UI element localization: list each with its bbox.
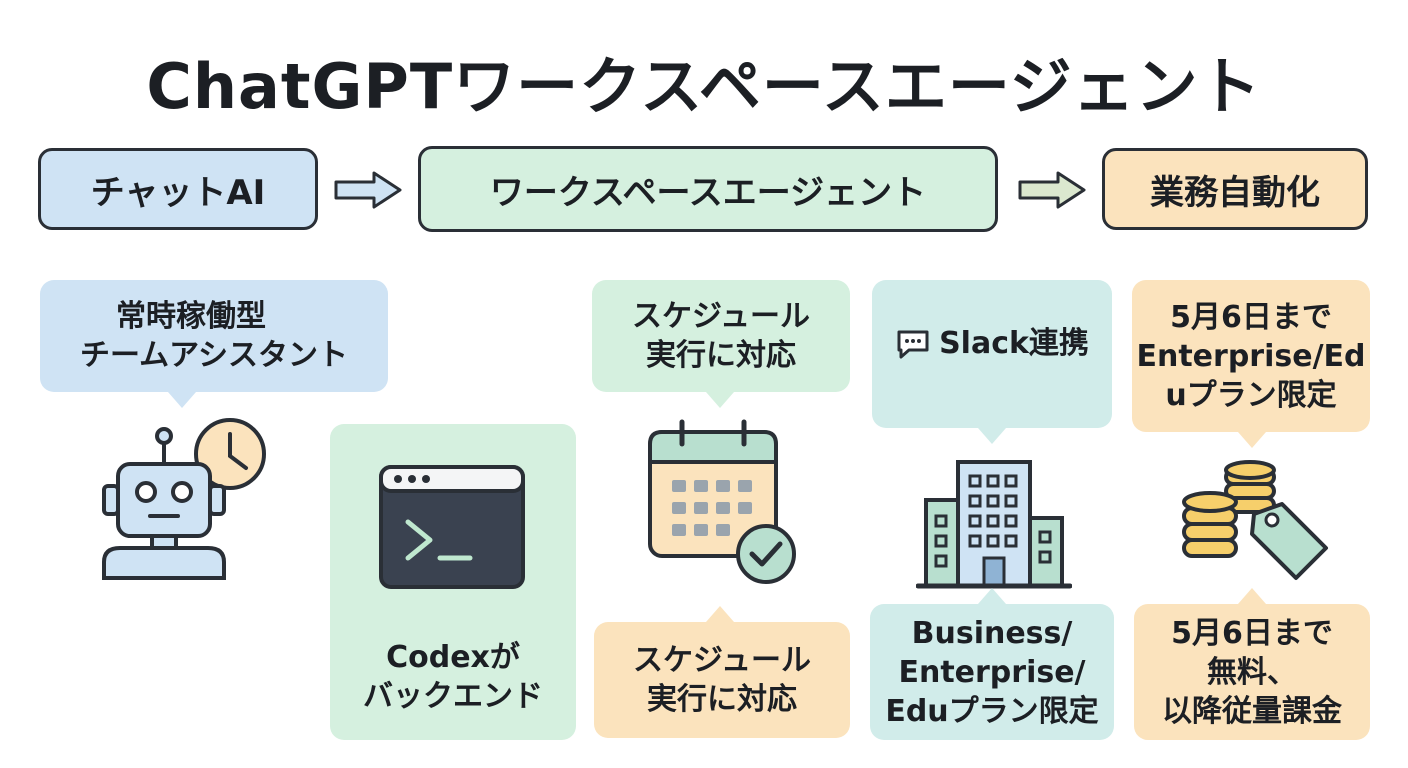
pricing-line-1: 5月6日まで (1171, 615, 1333, 651)
pricing-bubble: 5月6日まで 無料、 以降従量課金 (1134, 604, 1370, 740)
assistant-line-2: チームアシスタント (80, 338, 348, 373)
assistant-line-1: 常時稼働型 (116, 299, 267, 334)
assistant-bubble-tail (168, 392, 196, 408)
schedule-bottom-bubble-tail (706, 606, 734, 622)
schedule-bottom-line-2: 実行に対応 (647, 682, 797, 717)
pricing-line-3: 以降従量課金 (1162, 693, 1342, 729)
codex-line-2: バックエンド (363, 679, 543, 714)
flow-arrow-2-icon (1018, 171, 1086, 209)
robot-clock-icon (102, 418, 266, 580)
flow-step-business-automation-label: 業務自動化 (1150, 172, 1320, 213)
plan-limit-line-1: 5月6日まで (1170, 299, 1332, 335)
slack-bubble-tail (978, 428, 1006, 444)
calendar-check-icon (648, 419, 796, 584)
business-bubble-tail (978, 588, 1006, 604)
slack-label: Slack連携 (939, 326, 1089, 361)
flow-step-chat-ai: チャットAI (38, 148, 318, 230)
plan-limit-bubble: 5月6日まで Enterprise/Ed uプラン限定 (1132, 280, 1370, 432)
plan-limit-line-3: uプラン限定 (1165, 377, 1337, 413)
flow-step-business-automation: 業務自動化 (1102, 148, 1368, 230)
schedule-bottom-line-1: スケジュール (633, 643, 811, 678)
flow-step-workspace-agent: ワークスペースエージェント (418, 146, 998, 232)
pricing-bubble-tail (1238, 588, 1266, 604)
pricing-line-2: 無料、 (1207, 654, 1297, 690)
flow-step-chat-ai-label: チャットAI (90, 172, 266, 213)
schedule-top-bubble: スケジュール 実行に対応 (592, 280, 850, 392)
business-line-2: Enterprise/ (898, 654, 1086, 690)
assistant-bubble: 常時稼働型 チームアシスタント (40, 280, 388, 392)
schedule-top-bubble-tail (706, 392, 734, 408)
flow-step-workspace-agent-label: ワークスペースエージェント (489, 172, 927, 213)
schedule-bottom-bubble: スケジュール 実行に対応 (594, 622, 850, 738)
plan-limit-bubble-tail (1238, 432, 1266, 448)
page-title: ChatGPTワークスペースエージェント (146, 50, 1262, 123)
plan-limit-line-2: Enterprise/Ed (1136, 338, 1366, 374)
codex-line-1: Codexが (386, 640, 520, 675)
terminal-icon (379, 465, 525, 589)
coins-price-tag-icon (1182, 460, 1328, 580)
business-line-1: Business/ (911, 615, 1073, 651)
schedule-top-line-2: 実行に対応 (646, 338, 796, 373)
business-line-3: Eduプラン限定 (885, 693, 1099, 729)
flow-arrow-1-icon (334, 171, 402, 209)
slack-bubble: Slack連携 (872, 280, 1112, 428)
chat-bubble-icon (897, 330, 929, 358)
schedule-top-line-1: スケジュール (632, 299, 810, 334)
business-bubble: Business/ Enterprise/ Eduプラン限定 (870, 604, 1114, 740)
office-building-icon (916, 460, 1072, 589)
